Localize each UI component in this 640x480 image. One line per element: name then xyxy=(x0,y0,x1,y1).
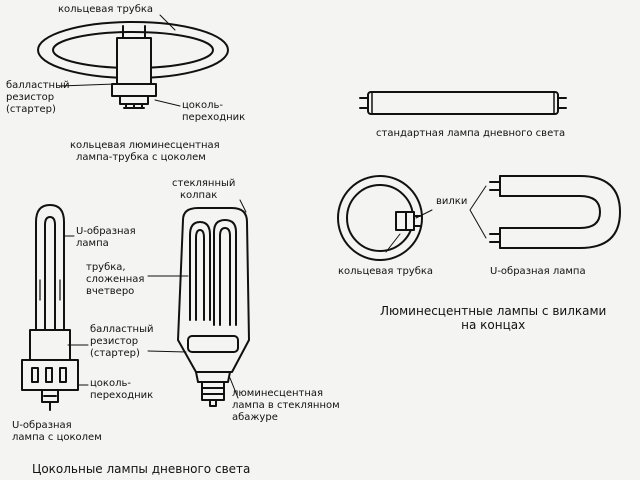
label-socket-adapter-top-line2: переходник xyxy=(182,112,246,123)
label-socket-adapter-bottom-line2: переходник xyxy=(90,390,154,401)
caption-pin-lamps: Люминесцентные лампы с вилками на концах xyxy=(380,304,606,332)
standard-tube-lamp xyxy=(359,91,567,115)
label-ballast-bottom-line1: балластный xyxy=(90,324,154,335)
label-standard-lamp: стандартная лампа дневного света xyxy=(376,128,566,139)
label-pins: вилки xyxy=(436,196,468,207)
label-ballast-top-line2: резистор xyxy=(6,92,55,103)
label-shaded-lamp-line3: абажуре xyxy=(232,412,278,423)
caption-ring-lamp: кольцевая люминесцентная лампа-трубка с … xyxy=(70,140,220,164)
label-ballast-top: балластный резистор (стартер) xyxy=(6,80,69,116)
label-u-lamp-socket-line2: лампа с цоколем xyxy=(12,432,102,443)
label-socket-adapter-top: цоколь- переходник xyxy=(182,100,245,124)
label-socket-adapter-bottom: цоколь- переходник xyxy=(90,378,153,402)
u-tube-with-pins xyxy=(489,175,621,249)
label-shaded-lamp-line2: лампа в стеклянном xyxy=(232,400,340,411)
label-glass-cap: стеклянный колпак xyxy=(172,178,235,202)
caption-ring-lamp-line2: лампа-трубка с цоколем xyxy=(76,152,206,163)
label-ballast-bottom-line3: (стартер) xyxy=(90,348,140,359)
label-folded-tube-line1: трубка, xyxy=(86,262,126,273)
label-ballast-bottom: балластный резистор (стартер) xyxy=(90,324,153,360)
label-ring-tube-top: кольцевая трубка xyxy=(58,4,154,15)
caption-pin-lamps-line1: Люминесцентные лампы с вилками xyxy=(380,304,607,318)
caption-ring-lamp-line1: кольцевая люминесцентная xyxy=(70,140,220,151)
label-u-lamp: U-образная лампа xyxy=(76,226,136,250)
label-socket-adapter-top-line1: цоколь- xyxy=(182,100,223,111)
label-folded-tube-line2: сложенная xyxy=(86,274,145,285)
label-glass-cap-line1: стеклянный xyxy=(172,178,236,189)
label-glass-cap-line2: колпак xyxy=(180,190,218,201)
u-lamp-with-socket xyxy=(21,204,79,411)
label-ballast-bottom-line2: резистор xyxy=(90,336,139,347)
ring-tube-with-pins xyxy=(337,175,423,261)
label-u-lamp-line1: U-образная xyxy=(76,226,136,237)
label-u-lamp-socket: U-образная лампа с цоколем xyxy=(12,420,102,444)
label-socket-adapter-bottom-line1: цоколь- xyxy=(90,378,131,389)
label-folded-tube-line3: вчетверо xyxy=(86,286,135,297)
label-ballast-top-line3: (стартер) xyxy=(6,104,56,115)
caption-socket-lamps: Цокольные лампы дневного света xyxy=(32,462,251,476)
label-u-lamp-socket-line1: U-образная xyxy=(12,420,72,431)
ring-lamp-with-socket xyxy=(37,21,229,109)
shaded-lamp xyxy=(177,207,250,407)
label-u-lamp-line2: лампа xyxy=(76,238,109,249)
label-ballast-top-line1: балластный xyxy=(6,80,70,91)
label-ring-tube-right: кольцевая трубка xyxy=(338,266,434,277)
label-u-lamp-right: U-образная лампа xyxy=(490,266,586,277)
label-folded-tube: трубка, сложенная вчетверо xyxy=(86,262,144,298)
label-shaded-lamp: люминесцентная лампа в стеклянном абажур… xyxy=(232,388,340,424)
label-shaded-lamp-line1: люминесцентная xyxy=(232,388,324,399)
caption-pin-lamps-line2: на концах xyxy=(461,318,526,332)
